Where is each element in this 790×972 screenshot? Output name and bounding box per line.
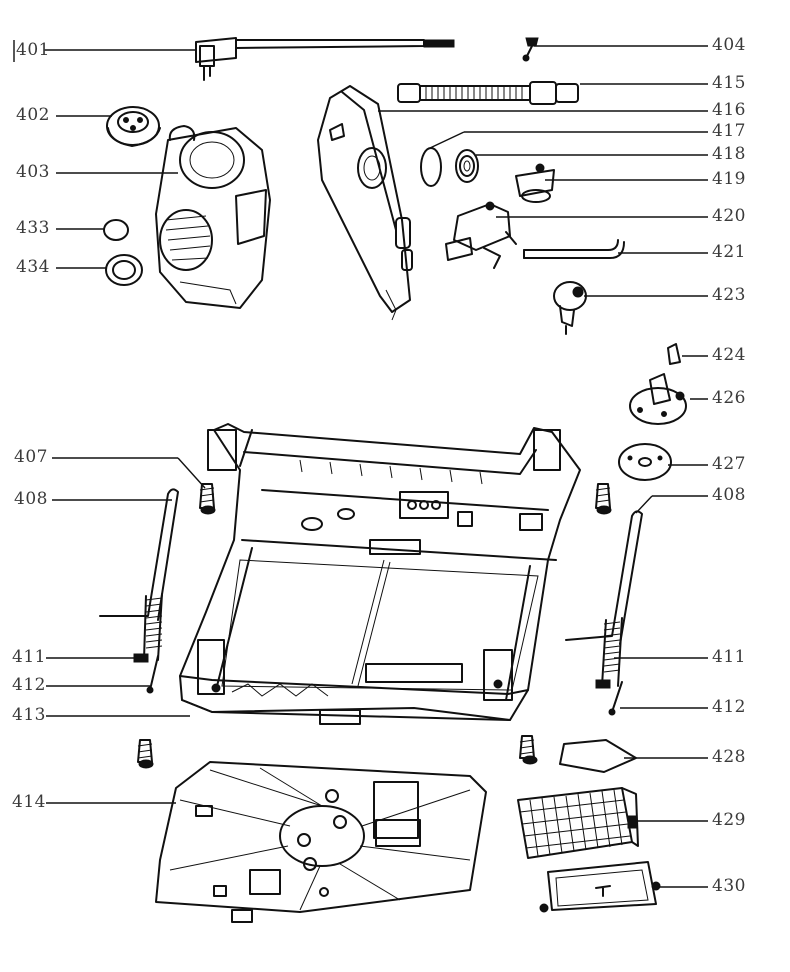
part-408-rod-right xyxy=(565,510,643,645)
part-420-bracket xyxy=(445,201,517,269)
label-407: 407 xyxy=(14,447,48,467)
label-414: 414 xyxy=(12,792,46,812)
part-404-screw xyxy=(522,37,539,62)
part-411-spring-left xyxy=(133,593,163,663)
part-433-ring xyxy=(103,219,129,241)
label-430: 430 xyxy=(712,876,746,896)
label-421: 421 xyxy=(712,242,746,262)
label-408-left: 408 xyxy=(14,489,48,509)
part-407-screw-right xyxy=(595,483,612,515)
label-412-left: 412 xyxy=(12,675,46,695)
part-415-hose xyxy=(397,81,579,105)
part-413-base-frame xyxy=(179,423,581,725)
label-433: 433 xyxy=(16,218,50,238)
foot-screw-left xyxy=(137,739,154,769)
part-430-cover xyxy=(539,861,661,913)
label-402: 402 xyxy=(16,105,50,125)
label-420: 420 xyxy=(712,206,746,226)
part-426-motor xyxy=(629,373,687,425)
label-415: 415 xyxy=(712,73,746,93)
part-421-pipe xyxy=(523,239,625,259)
part-412-pin-right xyxy=(608,681,623,716)
part-416-side-panel xyxy=(317,85,413,321)
part-402-gear xyxy=(106,106,161,147)
label-434: 434 xyxy=(16,257,50,277)
part-418-seal xyxy=(455,149,479,183)
label-429: 429 xyxy=(712,810,746,830)
part-411-spring-right xyxy=(595,617,623,689)
label-413: 413 xyxy=(12,705,46,725)
part-414-base-plate xyxy=(155,761,487,923)
part-429-filter xyxy=(517,787,639,859)
label-428: 428 xyxy=(712,747,746,767)
label-426: 426 xyxy=(712,388,746,408)
label-423: 423 xyxy=(712,285,746,305)
part-428-plate xyxy=(559,739,637,773)
label-416: 416 xyxy=(712,100,746,120)
part-427-disc xyxy=(618,443,672,481)
part-401-power-cord xyxy=(195,37,455,81)
part-412-pin-left xyxy=(146,655,159,694)
label-412-right: 412 xyxy=(712,697,746,717)
label-418: 418 xyxy=(712,144,746,164)
part-434-ring xyxy=(105,254,143,286)
label-401: 401 xyxy=(16,40,50,60)
part-417-ring xyxy=(420,147,442,187)
foot-screw-right xyxy=(519,735,538,765)
part-408-rod-left xyxy=(99,488,179,621)
part-419-valve-cap xyxy=(515,163,555,203)
label-411-right: 411 xyxy=(712,647,746,667)
label-419: 419 xyxy=(712,169,746,189)
part-424-clip xyxy=(667,343,681,365)
leader-lines xyxy=(13,40,708,888)
label-403: 403 xyxy=(16,162,50,182)
part-423-valve xyxy=(553,281,587,335)
label-408-right: 408 xyxy=(712,485,746,505)
label-427: 427 xyxy=(712,454,746,474)
part-403-pump-housing xyxy=(155,125,271,309)
label-424: 424 xyxy=(712,345,746,365)
label-417: 417 xyxy=(712,121,746,141)
label-411-left: 411 xyxy=(12,647,46,667)
label-404: 404 xyxy=(712,35,746,55)
part-407-screw xyxy=(199,483,216,515)
